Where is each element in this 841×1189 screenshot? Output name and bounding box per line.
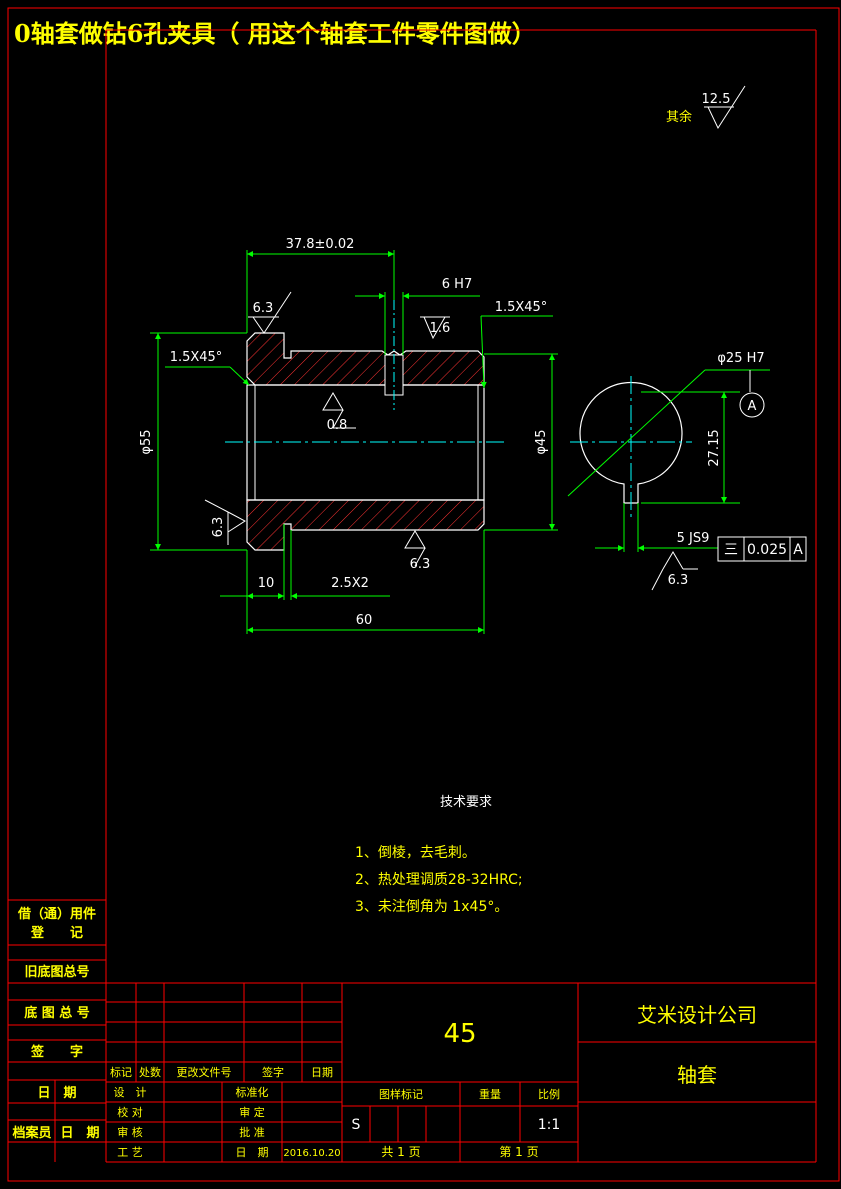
tech-line-3: 3、未注倒角为 1x45°。 bbox=[355, 899, 508, 915]
dim-chamfer-left: 1.5X45° bbox=[170, 350, 223, 365]
roughness-r3: 0.8 bbox=[327, 418, 348, 433]
strip-label-date2: 日 期 bbox=[60, 1126, 99, 1141]
tb-h-count: 处数 bbox=[139, 1066, 161, 1079]
tb-audit: 审 定 bbox=[239, 1105, 265, 1119]
tb-sheet-no: 第 1 页 bbox=[499, 1145, 538, 1159]
tb-scale-value: 1:1 bbox=[538, 1117, 561, 1133]
roughness-r1: 6.3 bbox=[253, 301, 274, 316]
tb-stage: 图样标记 bbox=[379, 1087, 423, 1101]
section-view bbox=[225, 300, 505, 551]
dim-60: 60 bbox=[356, 613, 373, 628]
tolerance-symbol: 三 bbox=[724, 542, 738, 558]
tb-h-file: 更改文件号 bbox=[177, 1065, 232, 1079]
tb-material: 45 bbox=[443, 1019, 476, 1049]
strip-label-old-drawing: 旧底图总号 bbox=[24, 964, 89, 980]
end-view bbox=[567, 369, 807, 562]
dimension-lines bbox=[150, 250, 558, 634]
strip-label-archivist: 档案员 bbox=[12, 1125, 51, 1141]
tolerance-value: 0.025 bbox=[747, 542, 787, 558]
roughness-other-value: 12.5 bbox=[702, 92, 731, 107]
strip-label-base-drawing: 底 图 总 号 bbox=[24, 1005, 90, 1021]
dim-dia25: φ25 H7 bbox=[717, 351, 764, 366]
roughness-r6: 6.3 bbox=[668, 573, 689, 588]
dim-dia55: φ55 bbox=[139, 429, 154, 454]
tb-stage-value: S bbox=[352, 1117, 361, 1133]
roughness-r4: 6.3 bbox=[211, 517, 226, 538]
dim-2-5x2: 2.5X2 bbox=[331, 576, 369, 591]
roughness-other-label: 其余 bbox=[666, 109, 692, 125]
datum-label: A bbox=[748, 399, 757, 414]
dim-dia45: φ45 bbox=[534, 429, 549, 454]
tb-h-sign: 签字 bbox=[262, 1065, 284, 1079]
roughness-other: 其余 12.5 bbox=[666, 85, 746, 130]
roughness-r2: 1.6 bbox=[430, 321, 451, 336]
tb-check: 校 对 bbox=[117, 1105, 143, 1119]
tb-part-name: 轴套 bbox=[677, 1063, 717, 1087]
dim-10: 10 bbox=[258, 576, 275, 591]
roughness-symbols bbox=[204, 291, 698, 591]
tb-scale: 比例 bbox=[538, 1087, 560, 1101]
dim-5js9: 5 JS9 bbox=[677, 531, 710, 546]
title-block bbox=[106, 982, 816, 1162]
tb-weight: 重量 bbox=[479, 1087, 501, 1101]
strip-label-borrowed: 借（通）用件 bbox=[17, 906, 96, 922]
tb-company: 艾米设计公司 bbox=[637, 1003, 757, 1027]
tb-approve: 批 准 bbox=[239, 1125, 265, 1139]
roughness-r5: 6.3 bbox=[410, 557, 431, 572]
tolerance-datum: A bbox=[793, 542, 803, 558]
tech-line-2: 2、热处理调质28-32HRC; bbox=[355, 872, 523, 888]
tb-process: 工 艺 bbox=[117, 1146, 143, 1159]
tb-std: 标准化 bbox=[236, 1085, 269, 1099]
tb-h-mark: 标记 bbox=[110, 1065, 132, 1079]
drawing-frame bbox=[7, 7, 840, 1182]
tech-line-1: 1、倒棱，去毛刺。 bbox=[355, 845, 476, 861]
left-registration-strip bbox=[8, 899, 106, 1162]
dim-27-15: 27.15 bbox=[707, 429, 722, 466]
tb-review: 审 核 bbox=[117, 1125, 143, 1139]
tb-sheets-total: 共 1 页 bbox=[381, 1145, 420, 1159]
strip-label-date: 日 期 bbox=[37, 1086, 76, 1101]
drawing-title: 0轴套做钻6孔夹具（ 用这个轴套工件零件图做） bbox=[14, 19, 536, 48]
tb-h-date: 日期 bbox=[311, 1066, 333, 1079]
tech-title: 技术要求 bbox=[440, 795, 492, 810]
tb-date-value: 2016.10.20 bbox=[283, 1148, 340, 1159]
strip-label-sign: 签 字 bbox=[30, 1044, 83, 1060]
strip-label-register: 登 记 bbox=[30, 925, 83, 941]
dim-6h7: 6 H7 bbox=[442, 277, 472, 292]
technical-requirements: 技术要求 1、倒棱，去毛刺。 2、热处理调质28-32HRC; 3、未注倒角为 … bbox=[355, 795, 523, 915]
tb-design: 设 计 bbox=[114, 1086, 147, 1099]
tb-date-label: 日 期 bbox=[236, 1146, 269, 1159]
dim-37-8: 37.8±0.02 bbox=[286, 237, 355, 252]
dim-chamfer-right: 1.5X45° bbox=[495, 300, 548, 315]
